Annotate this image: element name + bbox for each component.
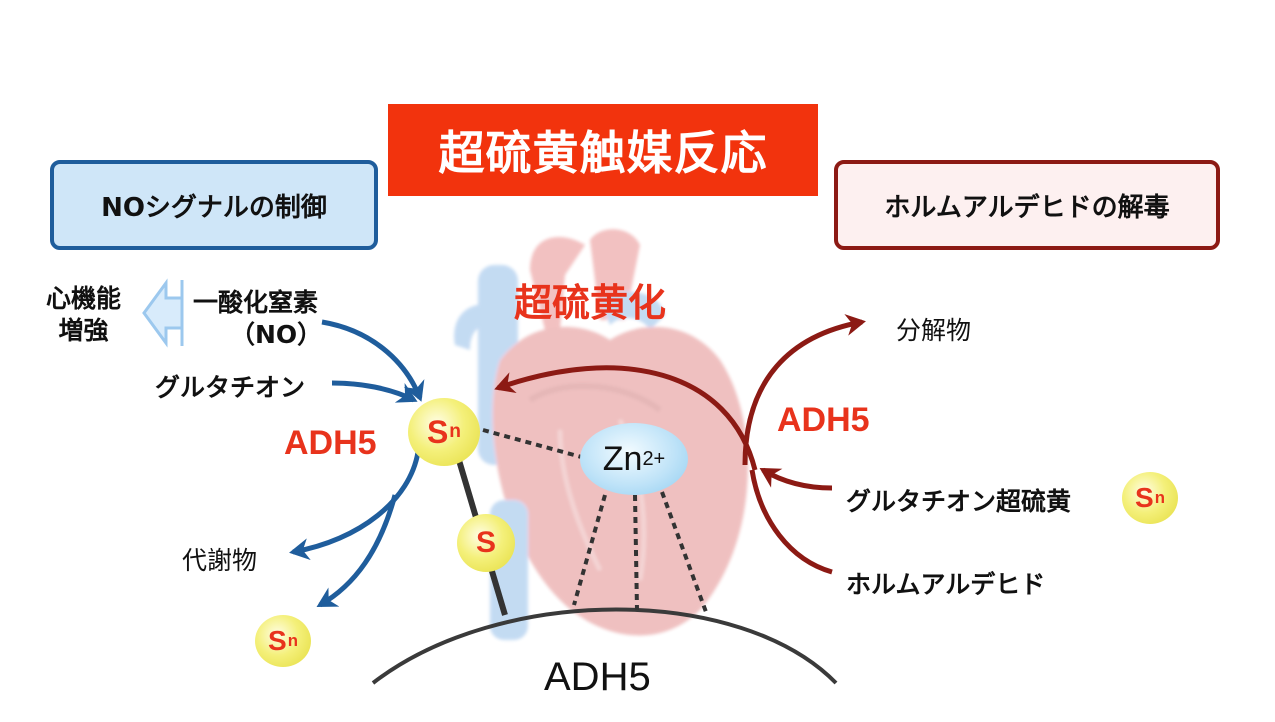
sn-release-arrow <box>316 494 398 608</box>
glutathione-persulfide-label: グルタチオン超硫黄 <box>846 487 1072 516</box>
cardiac-enhancement-arrow <box>142 278 184 348</box>
adh5-surface-arc <box>371 607 838 685</box>
decomposition-arrow <box>742 314 866 466</box>
diagram-title: 超硫黄触媒反応 <box>388 104 818 196</box>
no-signal-control-box: NOシグナルの制御 <box>50 160 378 250</box>
adh5-left-label: ADH5 <box>284 424 377 462</box>
persulfidation-arrow <box>494 365 758 471</box>
nitric-oxide-abbrev-label: （NO） <box>230 320 323 349</box>
sn-to-metabolite-arrow <box>289 451 421 560</box>
formaldehyde-detox-box: ホルムアルデヒドの解毒 <box>834 160 1220 250</box>
metabolite-label: 代謝物 <box>182 546 258 575</box>
zinc-coordination-bonds <box>482 428 708 613</box>
formaldehyde-arrow <box>749 469 833 575</box>
nitric-oxide-label: 一酸化窒素 <box>193 288 319 317</box>
persulfidation-label: 超硫黄化 <box>514 281 667 325</box>
glutathione-left-label: グルタチオン <box>155 373 306 402</box>
glutathione-to-sn-arrow <box>331 380 418 403</box>
formaldehyde-label: ホルムアルデヒド <box>846 570 1046 599</box>
cardiac-function-label: 心機能 増強 <box>46 284 122 345</box>
adh5-bottom-label: ADH5 <box>544 655 651 699</box>
sulfur-atom: S <box>457 514 515 572</box>
adh5-right-label: ADH5 <box>777 401 870 439</box>
glutathione-persulfide-arrow <box>759 467 833 491</box>
decomposition-label: 分解物 <box>896 316 972 345</box>
